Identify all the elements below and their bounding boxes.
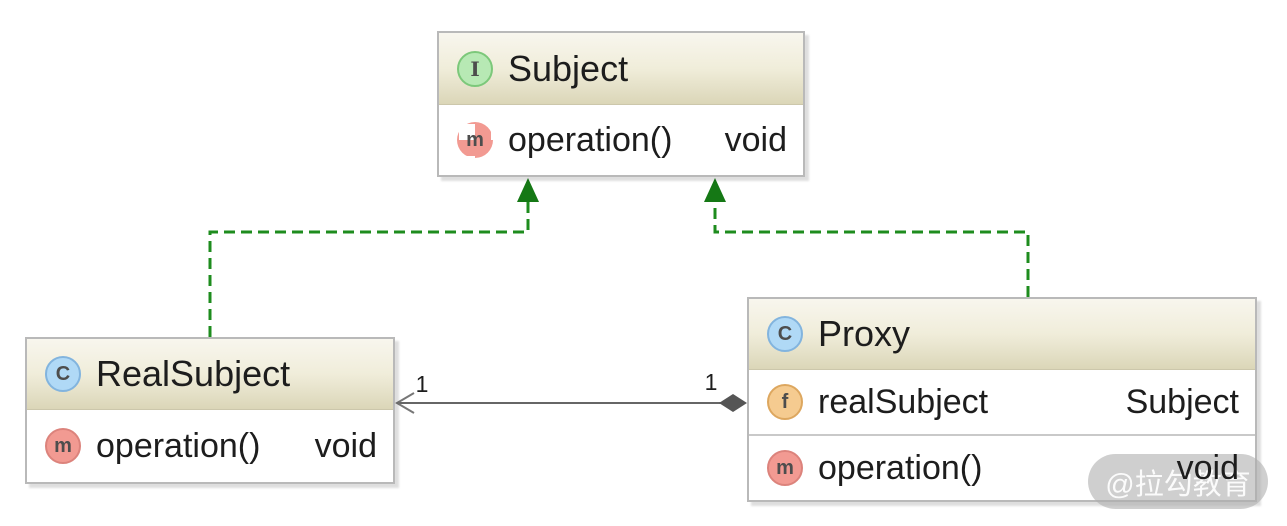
realization-edge-proxy-to-subject[interactable] <box>704 178 1030 297</box>
method-name-label: operation() <box>508 120 673 159</box>
watermark-badge: @拉勾教育 <box>1088 454 1268 509</box>
member-row-realsubject-operation[interactable]: m operation() void <box>27 410 393 482</box>
class-node-proxy[interactable]: C Proxy f realSubject Subject m operatio… <box>747 297 1257 502</box>
abstract-method-icon: m <box>457 122 493 158</box>
class-icon: C <box>767 316 803 352</box>
association-edge-proxy-to-realsubject[interactable]: 1 1 <box>395 369 747 414</box>
multiplicity-label-target: 1 <box>416 371 429 397</box>
member-row-subject-operation[interactable]: m operation() void <box>439 105 803 175</box>
realization-edge-realsubject-to-subject[interactable] <box>208 178 539 337</box>
field-icon: f <box>767 384 803 420</box>
method-icon: m <box>767 450 803 486</box>
class-node-realsubject[interactable]: C RealSubject m operation() void <box>25 337 395 484</box>
method-name-label: operation() <box>818 448 983 487</box>
class-name-label: Proxy <box>818 313 911 354</box>
association-open-arrowhead <box>395 392 415 414</box>
class-name-label: RealSubject <box>96 353 291 394</box>
class-header-realsubject[interactable]: C RealSubject <box>27 339 393 410</box>
realization-arrowhead <box>517 178 539 202</box>
method-icon: m <box>45 428 81 464</box>
multiplicity-label-source: 1 <box>705 369 718 395</box>
class-node-subject[interactable]: I Subject m operation() void <box>437 31 805 177</box>
class-header-proxy[interactable]: C Proxy <box>749 299 1255 370</box>
field-name-label: realSubject <box>818 382 989 421</box>
class-name-label: Subject <box>508 47 629 89</box>
class-icon: C <box>45 356 81 392</box>
realization-arrowhead <box>704 178 726 202</box>
member-row-proxy-realsubject-field[interactable]: f realSubject Subject <box>749 370 1255 434</box>
association-diamond <box>719 394 747 412</box>
method-name-label: operation() <box>96 426 261 465</box>
class-header-subject[interactable]: I Subject <box>439 33 803 105</box>
field-type-label: Subject <box>1125 382 1239 421</box>
method-return-type-label: void <box>724 120 787 159</box>
method-return-type-label: void <box>314 426 377 465</box>
interface-icon: I <box>457 50 493 87</box>
method-return-type-label: void <box>1176 448 1239 487</box>
